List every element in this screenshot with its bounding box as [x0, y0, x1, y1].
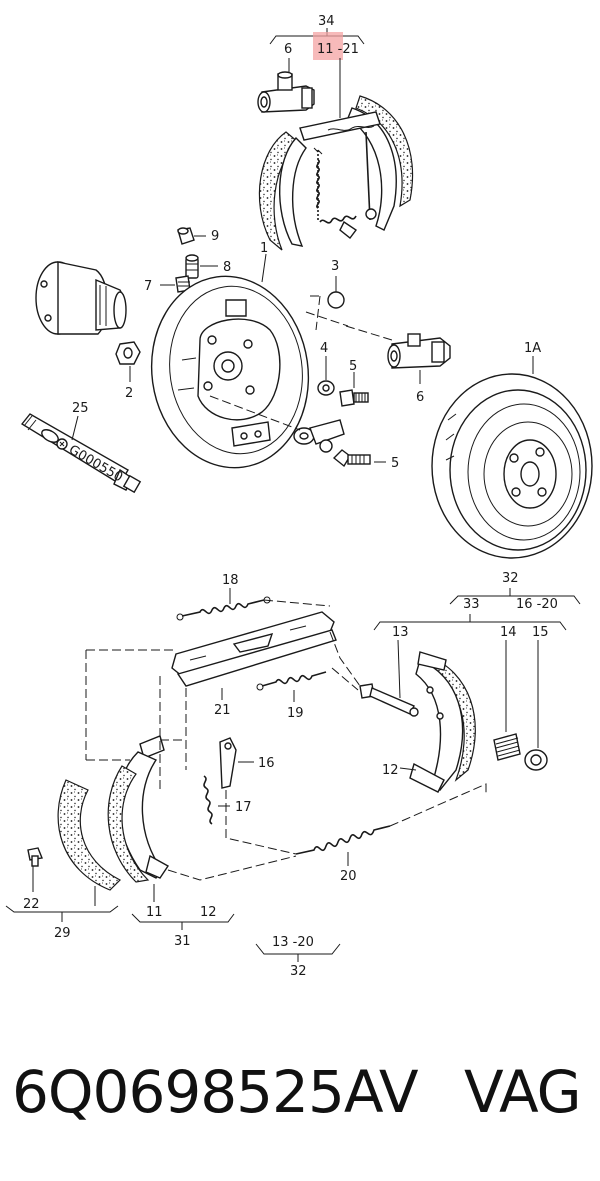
callout-12-left: 12 — [200, 905, 217, 920]
rivet-22 — [27, 847, 43, 867]
brake-shoe-right — [409, 651, 476, 793]
callout-5-lower: 5 — [391, 456, 399, 471]
callout-32-top: 32 — [502, 571, 519, 586]
callout-33: 33 — [463, 597, 480, 612]
brake-shoe-left — [107, 735, 170, 883]
strut-21 — [171, 611, 337, 687]
callout-19: 19 — [287, 706, 304, 721]
brand-name: VAG — [464, 1058, 582, 1126]
callout-5-upper: 5 — [349, 359, 357, 374]
spring-18 — [176, 596, 271, 621]
callout-14: 14 — [500, 625, 517, 640]
callout-21: 21 — [214, 703, 231, 718]
callout-16-20: 16 -20 — [516, 597, 558, 612]
brake-shoe-set-top — [258, 95, 414, 251]
lever-16 — [219, 737, 237, 789]
callout-34: 34 — [318, 14, 335, 29]
callout-17: 17 — [235, 800, 252, 815]
callout-13: 13 — [392, 625, 409, 640]
plug-3 — [327, 291, 345, 309]
grease-tube — [20, 413, 142, 494]
callout-20: 20 — [340, 869, 357, 884]
callout-15: 15 — [532, 625, 549, 640]
brake-drum — [431, 373, 593, 559]
callout-11-21: 11 -21 — [317, 42, 359, 57]
adjuster-lever — [293, 419, 345, 453]
washer-4 — [317, 380, 335, 396]
callout-highlight — [313, 32, 343, 60]
callout-13-20: 13 -20 — [272, 935, 314, 950]
exploded-parts-diagram: 34 6 11 -21 9 8 — [5, 14, 593, 979]
wheel-cylinder-top — [257, 71, 315, 113]
callout-25: 25 — [72, 401, 89, 416]
lining-29 — [57, 779, 122, 891]
callout-1A: 1A — [524, 341, 541, 356]
pin-13 — [359, 683, 419, 717]
callout-6-right: 6 — [416, 390, 424, 405]
callout-32-bottom: 32 — [290, 964, 307, 979]
callout-2: 2 — [125, 386, 133, 401]
callout-9: 9 — [211, 229, 219, 244]
spring-20 — [295, 825, 391, 855]
backing-plate — [150, 275, 310, 469]
bleed-screw-8 — [185, 254, 199, 279]
callout-18: 18 — [222, 573, 239, 588]
callout-22: 22 — [23, 897, 40, 912]
wheel-hub — [35, 261, 127, 335]
callout-31: 31 — [174, 934, 191, 949]
callout-6-top: 6 — [284, 42, 292, 57]
spring-14 — [493, 733, 521, 761]
nut-2 — [115, 341, 141, 365]
wheel-cylinder-right — [387, 333, 451, 369]
callout-29: 29 — [54, 926, 71, 941]
callout-4: 4 — [320, 341, 328, 356]
spring-17 — [203, 775, 213, 825]
bleed-valve-cap-9 — [177, 227, 195, 245]
bolt-5-lower — [332, 449, 371, 468]
bolt-5-upper — [339, 389, 369, 407]
callout-12-right: 12 — [382, 763, 399, 778]
callout-8: 8 — [223, 260, 231, 275]
part-footer: 6Q0698525AV VAG — [0, 1050, 600, 1140]
callout-3: 3 — [331, 259, 339, 274]
part-number: 6Q0698525AV — [12, 1058, 419, 1126]
cup-15 — [524, 749, 548, 771]
callout-16: 16 — [258, 756, 275, 771]
callout-11: 11 — [146, 905, 163, 920]
callout-1: 1 — [260, 241, 268, 256]
callout-7: 7 — [144, 279, 152, 294]
spring-19 — [256, 671, 327, 691]
